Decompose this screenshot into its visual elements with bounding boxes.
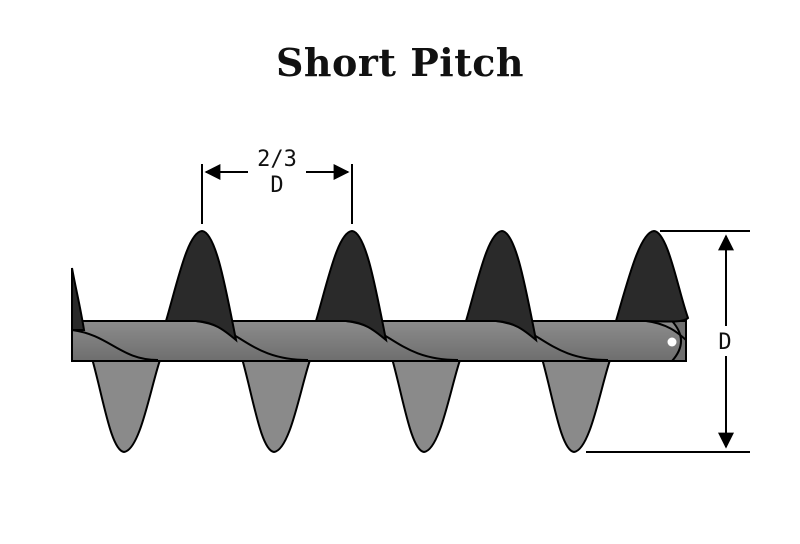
pitch-dimension xyxy=(201,164,353,224)
pitch-label-fraction: 2/3 xyxy=(257,147,297,172)
pitch-label-diameter: D xyxy=(270,173,283,198)
lower-flight-2 xyxy=(232,333,312,454)
upper-flight-1 xyxy=(164,229,238,343)
shaft-end-hole xyxy=(667,337,677,347)
upper-flight-2 xyxy=(314,229,388,343)
diameter-label: D xyxy=(718,330,731,355)
upper-flight-4 xyxy=(614,229,690,323)
upper-flight-0 xyxy=(71,267,86,331)
lower-flight-1 xyxy=(82,333,162,454)
diagram-title: Short Pitch xyxy=(275,40,525,85)
lower-flight-4 xyxy=(532,333,612,454)
lower-flights xyxy=(82,333,612,454)
diameter-dimension xyxy=(586,230,750,453)
lower-flight-3 xyxy=(382,333,462,454)
shaft-end xyxy=(669,320,687,362)
upper-flight-3 xyxy=(464,229,538,343)
upper-flights xyxy=(71,229,690,343)
